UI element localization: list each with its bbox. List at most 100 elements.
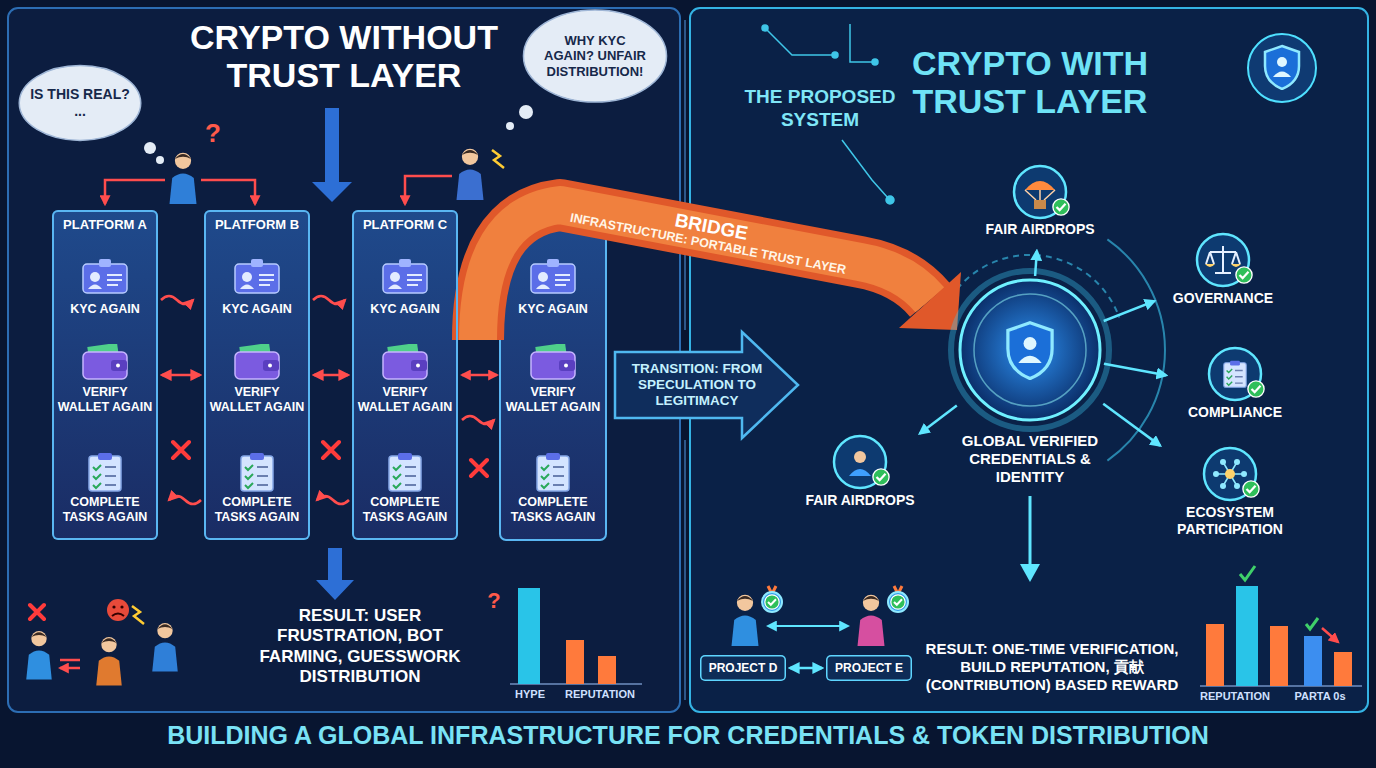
- transition-arrow-shape: [615, 332, 798, 438]
- benefit-icon: [1220, 459, 1226, 465]
- node-text: PROJECT D: [703, 661, 783, 675]
- bar-chart: [566, 640, 584, 684]
- label-text: ?: [482, 588, 506, 614]
- anger-mark: [492, 150, 504, 168]
- anger-mark: [107, 150, 504, 624]
- flow-arrow: [316, 548, 354, 600]
- transition-arrow: TRANSITION: FROM SPECULATION TO LEGITIMA…: [622, 355, 772, 415]
- panel-ground: [8, 8, 680, 712]
- flow-arrow: [312, 108, 352, 202]
- benefit-icon: [1025, 181, 1055, 190]
- step-box: KYC AGAIN: [55, 255, 155, 327]
- hub-glyph: [974, 294, 1086, 406]
- step-icon: [241, 453, 273, 491]
- anger-mark: [112, 614, 124, 617]
- bar-chart: [1322, 628, 1338, 642]
- benefit-node: COMPLIANCE: [1170, 348, 1300, 428]
- step-icon: [531, 259, 575, 293]
- anger-mark: [132, 606, 144, 624]
- node-text: VERIFY WALLET AGAIN: [505, 385, 601, 415]
- benefit-icon: [1236, 267, 1252, 283]
- bar-chart: [518, 588, 540, 684]
- medal: [768, 586, 902, 594]
- node-text: COMPLETE TASKS AGAIN: [505, 495, 601, 525]
- benefit-icon: [1243, 481, 1259, 497]
- bar-chart: [510, 566, 1362, 686]
- user-figure: [170, 153, 197, 204]
- bar-chart: [1236, 586, 1258, 686]
- confusion-arrow: [60, 176, 497, 668]
- platform-column-ground: [52, 210, 158, 540]
- platform-column-ground: [204, 210, 310, 540]
- platform-column: PLATFORM B KYC AGAIN VERIFY WALLET AGAIN CO…: [204, 210, 310, 540]
- bubble-tail: [506, 122, 514, 130]
- connector: [920, 406, 957, 434]
- step-icon: [537, 453, 569, 491]
- platform-column: PLATFORM CKYC AGAINVERIFY WALLET AGAINCO…: [352, 210, 458, 540]
- label-text: REPUTATION: [558, 688, 642, 701]
- bubble-outline: [523, 10, 666, 102]
- step-box: VERIFY WALLET AGAIN: [355, 338, 455, 444]
- connector: [1103, 404, 1160, 446]
- node-text: GLOBAL VERIFIED CREDENTIALS & IDENTITY: [940, 432, 1120, 486]
- benefit-icon: [1234, 459, 1240, 465]
- step-icon: [531, 343, 575, 379]
- transition-arrow-shape: [615, 332, 798, 438]
- node-text: WHY KYC AGAIN? UNFAIR DISTRIBUTION!: [538, 33, 652, 80]
- connector: [314, 374, 348, 377]
- platform-column: PLATFORM AKYC AGAINVERIFY WALLET AGAINCO…: [52, 210, 158, 540]
- user-figure: [457, 149, 484, 200]
- node-text: KYC AGAIN: [505, 302, 601, 317]
- benefit-icon: [834, 166, 1264, 500]
- shield-emblem: [1248, 34, 1316, 102]
- confusion-arrow: [405, 176, 452, 204]
- bar-chart: [598, 656, 616, 684]
- bubble-tail: [519, 105, 533, 119]
- label-slot: REPUTATION: [558, 688, 642, 701]
- panel-ground: [8, 8, 1368, 712]
- label-text: THE PROPOSED SYSTEM: [740, 86, 900, 132]
- label-text: RESULT: ONE-TIME VERIFICATION, BUILD REP…: [908, 640, 1196, 694]
- confusion-arrow: [105, 180, 165, 204]
- node-text: PROJECT E: [829, 661, 909, 675]
- node-text: KYC AGAIN: [209, 302, 305, 317]
- bar-chart: [1206, 624, 1224, 686]
- user-figure: [96, 637, 122, 685]
- node-text: COMPLETE TASKS AGAIN: [209, 495, 305, 525]
- benefit-icon: [1220, 483, 1226, 489]
- benefit-icon: [1234, 483, 1240, 489]
- label-slot: REPUTATION: [1192, 690, 1278, 703]
- step-box: VERIFY WALLET AGAIN: [207, 338, 307, 444]
- node-text: PLATFORM B: [206, 217, 308, 233]
- benefit-icon: [1053, 199, 1069, 215]
- benefit-icon: [1241, 471, 1247, 477]
- panel-heading: CRYPTO WITH TRUST LAYER: [880, 44, 1180, 120]
- connector: [790, 667, 822, 670]
- medal: [762, 592, 782, 612]
- medal: [765, 595, 779, 609]
- step-box: KYC AGAIN: [355, 255, 455, 327]
- step-box: COMPLETE TASKS AGAIN: [503, 450, 603, 536]
- benefit-icon: [1213, 471, 1219, 477]
- benefit-icon: [1205, 264, 1241, 267]
- step-icon: [383, 343, 427, 379]
- benefit-node: GOVERNANCE: [1158, 234, 1288, 314]
- step-box: KYC AGAIN: [503, 255, 603, 327]
- node-text: COMPLETE TASKS AGAIN: [357, 495, 453, 525]
- confusion-arrow: [313, 296, 345, 304]
- bar-chart: [1240, 566, 1318, 629]
- node-text: FAIR AIRDROPS: [792, 492, 928, 509]
- bubble-outline: [19, 66, 141, 141]
- node-text: PLATFORM A: [54, 217, 156, 233]
- benefit-node: ECOSYSTEM PARTICIPATION: [1150, 448, 1310, 546]
- node-text: COMPLIANCE: [1172, 404, 1298, 421]
- caption-slot: BUILDING A GLOBAL INFRASTRUCTURE FOR CRE…: [0, 720, 1376, 750]
- circuit-line: [765, 24, 875, 62]
- shield-emblem: [1265, 46, 1299, 89]
- bridge-band: [899, 272, 961, 330]
- platform-column-ground: [52, 210, 606, 540]
- label-text: REPUTATION: [1192, 690, 1278, 703]
- panel-heading: CRYPTO WITHOUT TRUST LAYER: [168, 18, 520, 94]
- bubble-tail: [144, 142, 156, 154]
